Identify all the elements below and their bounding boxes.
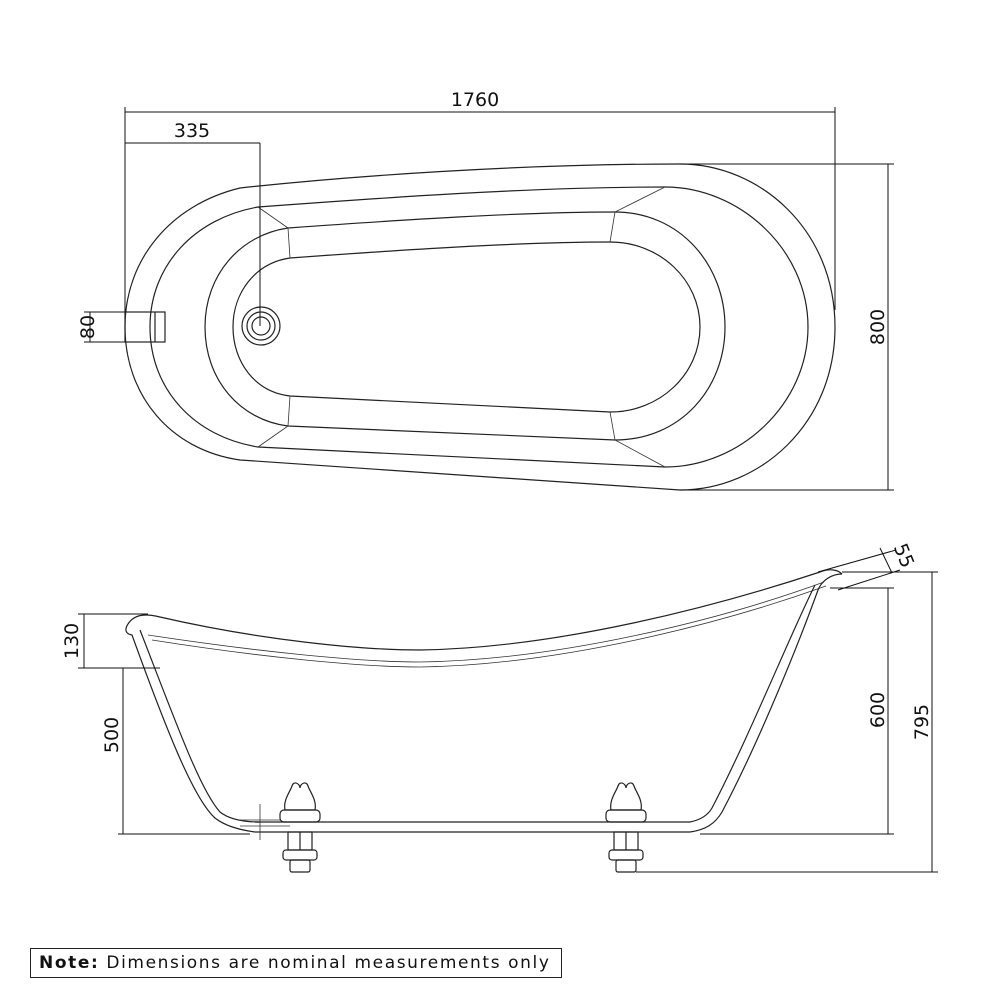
dim-335-label: 335 bbox=[174, 120, 210, 142]
tub-inner-rim bbox=[149, 186, 809, 468]
plan-dimensions: 1760 335 80 800 bbox=[77, 89, 894, 491]
side-rim-inner bbox=[147, 581, 825, 663]
claw-foot-left bbox=[279, 782, 321, 873]
dim-500-label: 500 bbox=[101, 717, 123, 753]
note-label: Note: bbox=[39, 953, 100, 973]
claw-foot-right bbox=[605, 782, 647, 873]
waste-outlet-ring bbox=[246, 311, 276, 341]
dim-line-55 bbox=[879, 547, 893, 574]
extension-line bbox=[817, 549, 897, 573]
side-view bbox=[125, 569, 843, 873]
dim-800-label: 800 bbox=[867, 309, 889, 345]
note-box: Note: Dimensions are nominal measurement… bbox=[30, 948, 562, 978]
overflow-pipe bbox=[124, 311, 166, 343]
facet-line bbox=[609, 411, 666, 468]
waste-outlet-center bbox=[251, 316, 271, 336]
dim-600-label: 600 bbox=[867, 692, 889, 728]
extension-line bbox=[837, 569, 901, 591]
dim-55-label: 55 bbox=[889, 540, 918, 571]
facet-line bbox=[257, 395, 291, 448]
plan-view bbox=[124, 163, 836, 491]
tub-outer-rim bbox=[124, 163, 836, 491]
basin-floor bbox=[232, 241, 701, 413]
dim-1760-label: 1760 bbox=[451, 89, 499, 111]
dim-130-label: 130 bbox=[61, 623, 83, 659]
facet-line bbox=[257, 206, 291, 259]
side-left-wall-inner bbox=[139, 629, 261, 823]
side-right-wall-inner bbox=[689, 584, 816, 823]
side-left-wall bbox=[125, 573, 843, 833]
dim-795-label: 795 bbox=[911, 704, 933, 740]
facet-line bbox=[609, 186, 666, 243]
side-rim-inner bbox=[151, 585, 827, 668]
waste-outlet bbox=[241, 306, 281, 346]
dim-80-label: 80 bbox=[77, 315, 99, 339]
side-rim-top bbox=[127, 569, 843, 651]
note-text: Dimensions are nominal measurements only bbox=[106, 953, 551, 973]
basin-ring bbox=[204, 211, 726, 441]
